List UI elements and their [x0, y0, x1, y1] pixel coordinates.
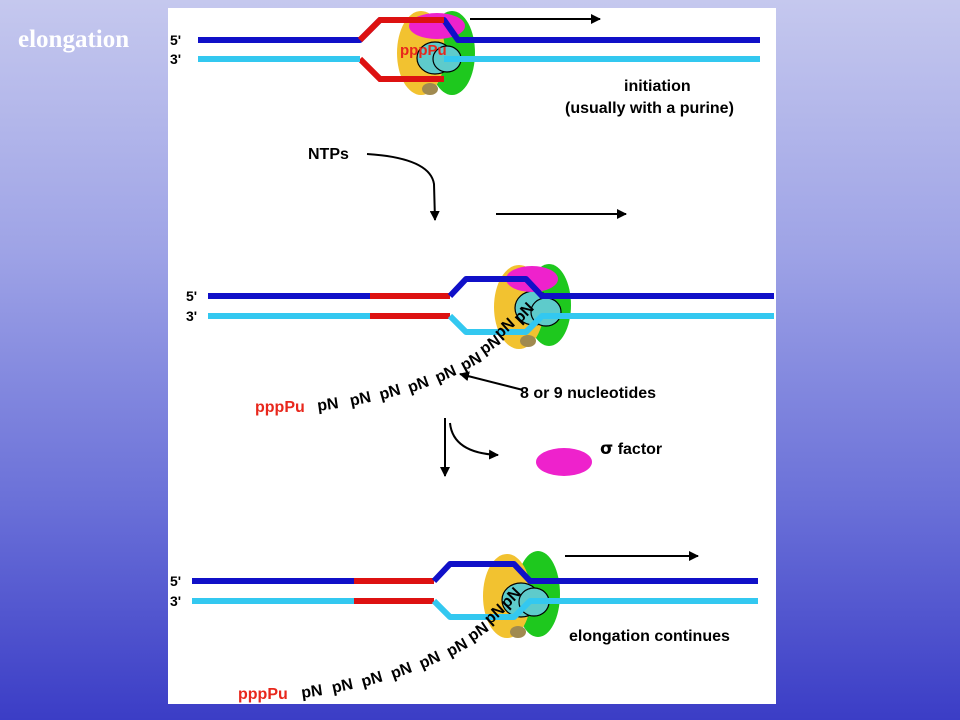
- sigma-factor-bound: [506, 266, 558, 292]
- rna-nucleotide-unit: pN: [316, 395, 339, 415]
- sigma-factor-label: σ factor: [600, 439, 662, 459]
- three-prime-label: 3': [170, 51, 181, 67]
- sigma-release: σ factor: [440, 418, 662, 477]
- rna-nucleotide-unit: pN: [300, 682, 323, 702]
- rna-nucleotide-unit: pN: [348, 389, 372, 410]
- elongation-caption: elongation continues: [569, 628, 730, 645]
- transcription-diagram: 5' 3' pppPu initiation (usually with a p…: [170, 11, 774, 703]
- coding-strand-right: [447, 276, 774, 299]
- rna-nucleotide-unit: pN: [444, 636, 471, 661]
- rna-polymerase-initiation: [397, 11, 475, 95]
- rna-nucleotide-unit: pN: [433, 362, 459, 386]
- open-bubble-top: [357, 17, 444, 43]
- nucleotides-callout-arrow: [459, 371, 524, 391]
- rna-nucleotide-unit: pN: [330, 676, 354, 697]
- release-arrow: [449, 422, 499, 460]
- three-prime-label: 3': [186, 308, 197, 324]
- coding-strand: [198, 17, 760, 43]
- omega-subunit: [520, 335, 536, 347]
- slide-title: elongation: [18, 26, 130, 53]
- five-prime-label: 5': [170, 32, 181, 48]
- stage-initiation: 5' 3' pppPu initiation (usually with a p…: [170, 11, 760, 117]
- nucleotides-callout: 8 or 9 nucleotides: [520, 385, 656, 402]
- omega-subunit: [510, 626, 526, 638]
- initiation-subcaption: (usually with a purine): [565, 100, 734, 117]
- coding-strand-right: [431, 561, 758, 584]
- three-prime-label: 3': [170, 593, 181, 609]
- diagram-panel: 5' 3' pppPu initiation (usually with a p…: [168, 8, 776, 704]
- rna-5prime-label: pppPu: [238, 686, 288, 703]
- rna-5prime-label: pppPu: [255, 399, 305, 416]
- initiation-caption: initiation: [624, 78, 691, 95]
- rna-nucleotide-unit: pN: [417, 648, 443, 672]
- rna-nucleotide-unit: pN: [458, 350, 485, 375]
- ntps-arrow: [366, 153, 440, 221]
- omega-subunit: [422, 83, 438, 95]
- rna-nucleotide-unit: pN: [377, 382, 402, 404]
- template-strand-right: [447, 313, 774, 335]
- open-bubble-bottom: [357, 56, 444, 82]
- rna-nucleotide-unit: pN: [389, 659, 415, 682]
- rna-nucleotide-unit: pN: [406, 373, 432, 396]
- five-prime-label: 5': [186, 288, 197, 304]
- five-prime-label: 5': [170, 573, 181, 589]
- ntps-label: NTPs: [308, 146, 349, 163]
- initial-nucleotide: pppPu: [400, 42, 447, 59]
- ntps-addition: NTPs: [308, 146, 627, 221]
- template-strand-right: [431, 598, 758, 620]
- free-sigma-factor: [536, 448, 592, 476]
- rna-nucleotide-unit: pN: [359, 669, 384, 691]
